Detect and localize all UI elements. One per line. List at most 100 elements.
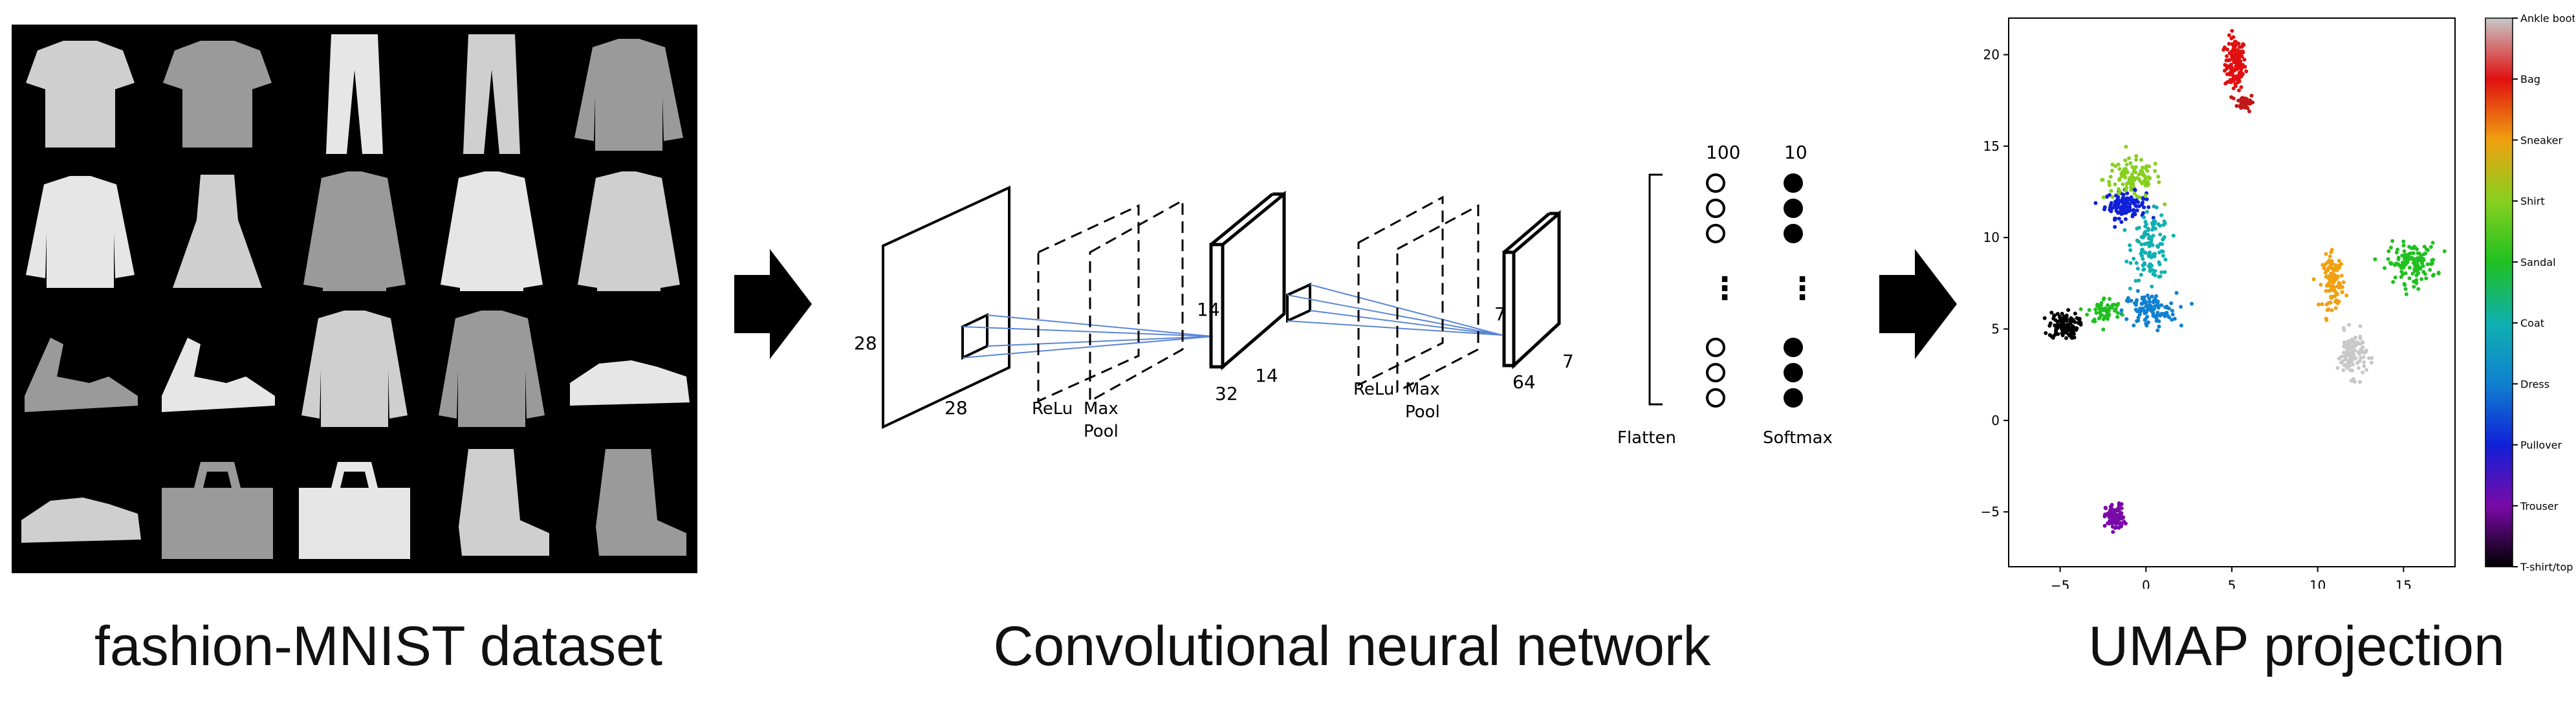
flatten-neuron — [1706, 338, 1725, 357]
scatter-point — [2410, 271, 2415, 276]
scatter-point — [2153, 219, 2157, 224]
input-height-label: 28 — [854, 333, 877, 354]
scatter-point — [2404, 292, 2408, 296]
scatter-point — [2124, 162, 2129, 167]
scatter-point — [2221, 47, 2226, 52]
scatter-point — [2108, 203, 2113, 208]
scatter-point — [2361, 340, 2365, 344]
scatter-point — [2324, 252, 2328, 256]
scatter-point — [2416, 287, 2421, 291]
scatter-point — [2442, 249, 2447, 254]
scatter-point — [2335, 366, 2340, 370]
scatter-point — [2124, 144, 2128, 149]
scatter-point — [2370, 356, 2374, 360]
scatter-point — [2113, 182, 2117, 186]
colorbar-label: Pullover — [2520, 439, 2562, 452]
scatter-point — [2225, 54, 2229, 58]
scatter-point — [2139, 242, 2144, 246]
scatter-point — [2344, 293, 2349, 298]
conv-layer-1 — [1209, 190, 1286, 371]
scatter-point — [2242, 58, 2247, 62]
scatter-point — [2150, 284, 2154, 289]
scatter-point — [2352, 352, 2356, 356]
scatter-point — [2085, 312, 2090, 317]
softmax-neurons — [1784, 173, 1803, 408]
scatter-point — [2331, 268, 2336, 272]
scatter-point — [2111, 510, 2115, 515]
scatter-point — [2042, 316, 2047, 320]
scatter-point — [2047, 333, 2052, 337]
scatter-point — [2156, 305, 2161, 310]
mnist-item-ankle-boot — [596, 449, 686, 556]
scatter-point — [2128, 161, 2133, 166]
scatter-point — [2156, 175, 2161, 179]
scatter-point — [2159, 270, 2164, 274]
scatter-point — [2358, 380, 2363, 384]
scatter-point — [2141, 234, 2146, 239]
scatter-point — [2153, 252, 2157, 256]
scatter-point — [2107, 297, 2112, 301]
scatter-point — [2139, 272, 2143, 277]
scatter-point — [2342, 340, 2347, 344]
scatter-point — [2139, 309, 2144, 312]
scatter-point — [2142, 179, 2146, 184]
flatten-neuron — [1706, 363, 1725, 382]
scatter-point — [2352, 380, 2357, 384]
scatter-point — [2135, 208, 2139, 213]
scatter-point — [2230, 28, 2234, 33]
scatter-point — [2140, 302, 2144, 306]
scatter-point — [2143, 317, 2148, 322]
scatter-point — [2143, 262, 2147, 267]
scatter-point — [2361, 370, 2365, 375]
pool-layer-1 — [1089, 199, 1184, 403]
scatter-point — [2393, 275, 2397, 279]
scatter-point — [2229, 95, 2234, 100]
scatter-point — [2071, 318, 2075, 322]
scatter-point — [2108, 175, 2113, 179]
colorbar-label: Ankle boot — [2520, 12, 2575, 25]
scatter-point — [2333, 306, 2338, 311]
scatter-point — [2364, 367, 2368, 372]
scatter-point — [2236, 41, 2241, 46]
scatter-point — [2238, 45, 2242, 49]
scatter-point — [2117, 177, 2122, 181]
scatter-point — [2362, 364, 2366, 368]
scatter-point — [2333, 294, 2337, 298]
flatten-ellipsis: ⋮ — [1709, 270, 1740, 307]
scatter-point — [2093, 319, 2097, 323]
scatter-point — [2158, 232, 2163, 237]
scatter-point — [2131, 175, 2135, 180]
colorbar-labels: T-shirt/topTrouserPulloverDressCoatSanda… — [2513, 12, 2576, 573]
scatter-point — [2329, 294, 2333, 299]
scatter-point — [2418, 265, 2422, 270]
scatter-point — [2125, 191, 2130, 195]
scatter-point — [2144, 322, 2148, 326]
scatter-point — [2370, 360, 2374, 365]
conv1-kernel — [1286, 282, 1311, 323]
scatter-point — [2123, 158, 2128, 162]
scatter-point — [2145, 293, 2150, 298]
scatter-point — [2431, 257, 2436, 262]
scatter-point — [2179, 305, 2183, 309]
scatter-point — [2346, 358, 2351, 363]
input-width-label: 28 — [944, 397, 968, 419]
scatter-point — [2135, 267, 2140, 271]
softmax-ellipsis: ⋮ — [1787, 270, 1818, 307]
scatter-point — [2403, 271, 2408, 276]
scatter-point — [2363, 351, 2367, 355]
scatter-point — [2400, 254, 2405, 257]
scatter-point — [2137, 239, 2141, 244]
scatter-point — [2239, 85, 2243, 89]
scatter-point — [2331, 280, 2336, 284]
scatter-point — [2347, 323, 2352, 327]
mnist-item-bag — [299, 462, 410, 559]
scatter-point — [2241, 42, 2245, 47]
scatter-point — [2053, 313, 2057, 318]
scatter-point — [2230, 56, 2234, 61]
scatter-point — [2124, 259, 2129, 264]
scatter-point — [2106, 521, 2110, 525]
scatter-point — [2325, 308, 2330, 312]
scatter-point — [2094, 311, 2099, 315]
scatter-point — [2324, 289, 2328, 293]
